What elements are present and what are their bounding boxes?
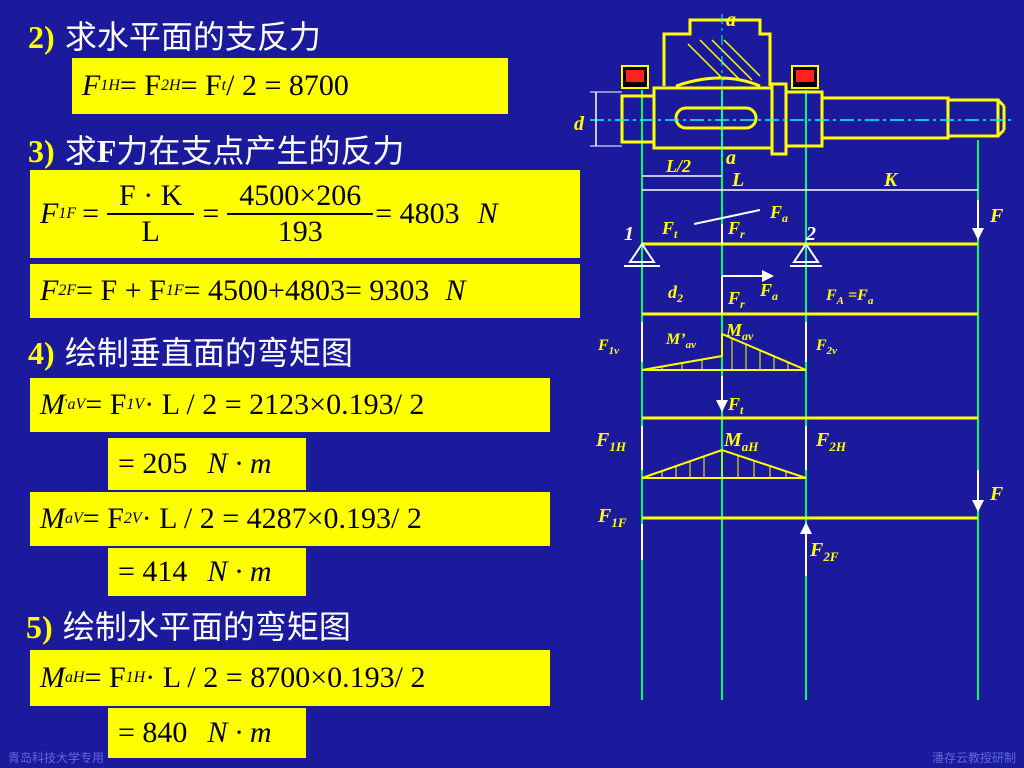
bearing-1-ball xyxy=(626,70,644,82)
label-d: d xyxy=(574,113,585,135)
shaft-gear-section xyxy=(652,86,774,150)
span-dimensions xyxy=(642,175,978,191)
label-fa-equals: FA =Fa xyxy=(825,287,874,307)
label-ft-2: Ft xyxy=(727,394,744,417)
shaft-bearing-seat xyxy=(784,90,824,148)
label-mah: MaH xyxy=(723,429,759,454)
heading-horizontal-moment: 5) 绘制水平面的弯矩图 xyxy=(26,608,351,646)
keyway xyxy=(674,106,758,130)
label-load-f-2: F xyxy=(989,483,1004,505)
shaft-middle xyxy=(820,96,950,140)
label-d2: d2 xyxy=(668,282,683,305)
shaft-drawing xyxy=(620,18,1006,156)
formula-mah-result: = 840 N · m xyxy=(108,708,306,758)
label-ft: Ft xyxy=(661,218,678,241)
label-overhang: K xyxy=(883,169,899,191)
label-load-f: F xyxy=(989,205,1004,227)
shaft-right-end xyxy=(946,98,1000,138)
heading-force-reactions: 3) 求F力在支点产生的反力 xyxy=(28,132,405,170)
moment-diagram-vertical xyxy=(641,332,807,371)
label-f2h: F2H xyxy=(815,429,847,454)
shaft-diagram: d a a L/2 L K 1 2 F Ft Fr Fa d2 Fr Fa FA… xyxy=(574,9,1015,700)
support-1-icon xyxy=(628,242,656,263)
heading-horizontal-reactions: 2) 求水平面的支反力 xyxy=(28,18,321,56)
bearings xyxy=(621,65,819,89)
label-f1v: F1v xyxy=(597,337,619,357)
label-mav-prime: M’av xyxy=(665,331,696,351)
footer-right: 潘存云教授研制 xyxy=(931,751,1016,765)
guide-lines xyxy=(641,90,979,700)
label-support-2: 2 xyxy=(805,223,816,245)
label-f2v: F2v xyxy=(815,337,837,357)
label-fa: Fa xyxy=(769,202,788,225)
label-f1f: F1F xyxy=(597,505,627,530)
moment-diagram-horizontal xyxy=(641,448,807,479)
footer-left: 青岛科技大学专用 xyxy=(8,751,105,765)
label-a-top: a xyxy=(726,9,736,31)
formula-mav-result: = 414 N · m xyxy=(108,548,306,596)
label-f2f: F2F xyxy=(809,539,839,564)
label-fa-2: Fa xyxy=(759,280,778,303)
label-mav: Mav xyxy=(725,320,754,343)
label-a-mid: a xyxy=(726,147,736,169)
label-support-1: 1 xyxy=(624,223,634,245)
gear-outline xyxy=(662,18,772,86)
label-fr-2: Fr xyxy=(727,288,745,311)
moment-hatch-vertical xyxy=(661,338,789,370)
heading-vertical-moment: 4) 绘制垂直面的弯矩图 xyxy=(28,334,353,372)
support-2-icon xyxy=(792,242,820,263)
moment-hatch-horizontal xyxy=(661,450,787,478)
label-fr: Fr xyxy=(727,218,745,241)
bearing-2-ball xyxy=(796,70,814,82)
label-f1h: F1H xyxy=(595,429,627,454)
shaft-left-end xyxy=(620,94,656,144)
label-span: L xyxy=(731,169,744,191)
label-half-span: L/2 xyxy=(665,156,691,176)
shaft-shoulder xyxy=(770,82,788,156)
formula-mav-prime-result: = 205 N · m xyxy=(108,438,306,490)
gear-hatch xyxy=(687,39,761,81)
